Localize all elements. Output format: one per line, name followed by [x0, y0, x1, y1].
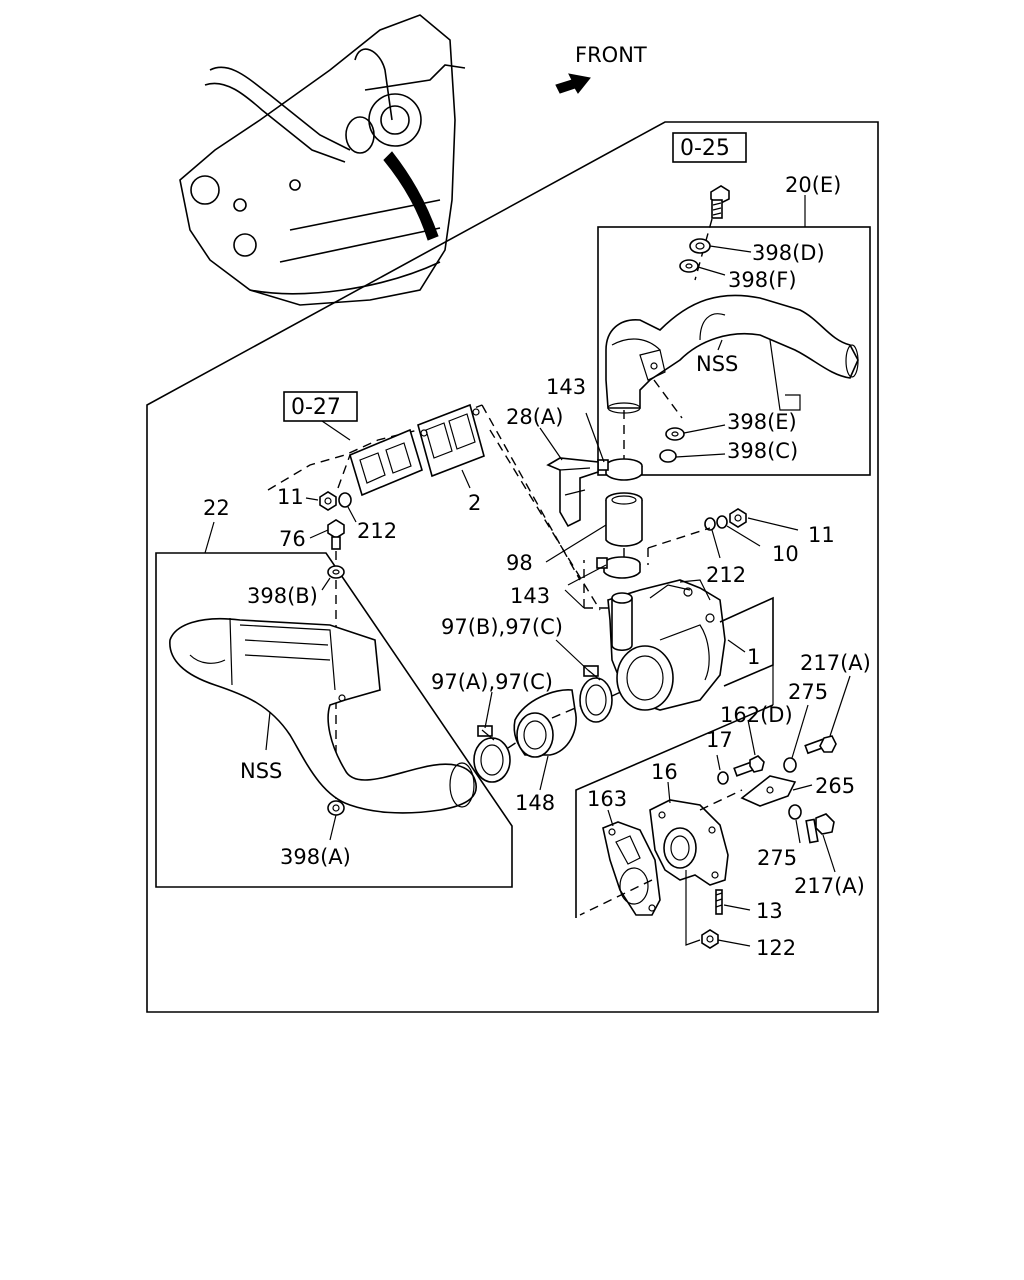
bolt-217a-top-icon	[804, 735, 837, 755]
washer-212-right-icon	[704, 517, 716, 531]
bracket-265-icon	[740, 775, 797, 807]
label-28a: 28(A)	[506, 405, 563, 429]
label-1: 1	[747, 645, 760, 669]
label-398a: 398(A)	[280, 845, 351, 869]
hose-clamp-97ac-icon	[473, 725, 511, 783]
washer-398e-icon	[665, 427, 685, 441]
main-detail-frame	[146, 121, 879, 1013]
label-2: 2	[468, 491, 481, 515]
front-direction-indicator: FRONT	[555, 43, 647, 94]
label-217a-bottom: 217(A)	[794, 874, 865, 898]
washer-10-icon	[716, 515, 728, 529]
exhaust-outlet-detail-box	[575, 704, 774, 918]
reference-label-0-27: 0-27	[291, 395, 341, 420]
exhaust-manifold-outline	[267, 404, 483, 491]
label-143-bottom: 143	[510, 584, 550, 608]
label-143-top: 143	[546, 375, 586, 399]
bolt-76-icon	[327, 519, 345, 550]
washer-17-icon	[717, 771, 729, 785]
label-22: 22	[203, 496, 230, 520]
washer-212-left-icon	[338, 492, 352, 508]
label-20e: 20(E)	[785, 173, 841, 197]
exhaust-elbow-16-icon	[649, 799, 729, 886]
reference-box-0-25: 0-25	[672, 132, 747, 163]
label-398f: 398(F)	[728, 268, 797, 292]
bolt-part-icon	[710, 185, 730, 219]
label-76: 76	[279, 527, 306, 551]
reference-box-0-27: 0-27	[283, 391, 358, 422]
label-10: 10	[772, 542, 799, 566]
hose-clamp-143-top-icon	[597, 458, 643, 481]
gasket-2-icon	[417, 403, 485, 478]
label-16: 16	[651, 760, 678, 784]
label-97ac: 97(A),97(C)	[431, 670, 553, 694]
label-275-bottom: 275	[757, 846, 797, 870]
turbocharger-1-icon	[607, 579, 726, 711]
washer-398b-icon	[327, 565, 345, 579]
label-98: 98	[506, 551, 533, 575]
label-212-left: 212	[357, 519, 397, 543]
gasket-163-icon	[602, 821, 661, 916]
label-398e: 398(E)	[727, 410, 797, 434]
bolt-162d-icon	[733, 755, 765, 777]
label-11-left: 11	[277, 485, 304, 509]
engine-overview-illustration	[179, 14, 466, 306]
washer-398f-icon	[679, 259, 699, 273]
washer-275-top-icon	[783, 757, 797, 773]
subassembly-box-20e	[597, 226, 871, 476]
reference-label-0-25: 0-25	[680, 136, 730, 161]
rubber-hose-148-icon	[513, 689, 577, 758]
washer-398d-icon	[689, 238, 711, 254]
hose-clamp-97bc-icon	[579, 665, 613, 723]
label-97bc: 97(B),97(C)	[441, 615, 563, 639]
intake-pipe-top-icon	[605, 294, 859, 414]
rubber-hose-98-icon	[605, 492, 643, 547]
label-265: 265	[815, 774, 855, 798]
label-163: 163	[587, 787, 627, 811]
label-162d: 162(D)	[720, 703, 793, 727]
washer-398c-icon	[659, 449, 677, 463]
label-217a-top: 217(A)	[800, 651, 871, 675]
label-398c: 398(C)	[727, 439, 798, 463]
front-arrow-icon	[555, 73, 591, 94]
label-nss-top: NSS	[696, 352, 738, 376]
washer-398a-icon	[327, 800, 345, 816]
bolt-217a-bottom-icon	[805, 813, 835, 844]
stud-13-icon	[715, 889, 723, 915]
subassembly-box-22	[155, 552, 513, 888]
nut-11-left-icon	[319, 491, 337, 511]
manifold-flange-icon	[349, 428, 423, 497]
label-398b: 398(B)	[247, 584, 318, 608]
intake-duct-left-icon	[169, 617, 477, 814]
nut-11-right-icon	[729, 508, 747, 528]
label-122: 122	[756, 936, 796, 960]
label-11-right: 11	[808, 523, 835, 547]
nut-122-icon	[701, 929, 719, 949]
callout-labels: 20(E) 398(D) 398(F) NSS 398(E) 398(C) 14…	[203, 173, 871, 960]
label-148: 148	[515, 791, 555, 815]
washer-275-bottom-icon	[788, 804, 802, 820]
turbocharger-detail-box	[719, 596, 774, 687]
label-398d: 398(D)	[752, 241, 825, 265]
label-13: 13	[756, 899, 783, 923]
label-nss-left: NSS	[240, 759, 282, 783]
hose-clamp-143-bottom-icon	[596, 556, 641, 579]
label-275-top: 275	[788, 680, 828, 704]
label-212-right: 212	[706, 563, 746, 587]
label-17: 17	[706, 728, 733, 752]
front-label: FRONT	[575, 43, 647, 67]
heat-shield-28a-icon	[546, 457, 599, 528]
